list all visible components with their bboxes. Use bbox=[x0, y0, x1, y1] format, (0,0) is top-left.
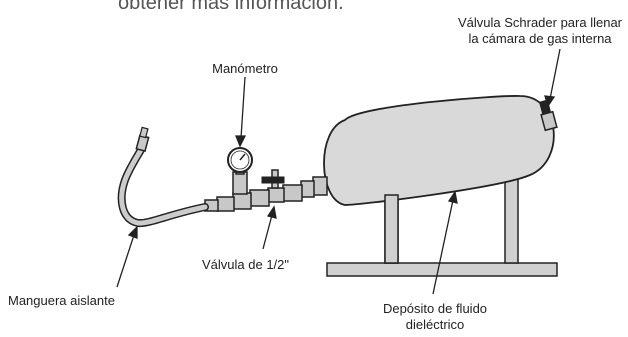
label-schrader-valve-line2: la cámara de gas interna bbox=[468, 31, 612, 46]
label-schrader-valve: Válvula Schrader para llenar la cámara d… bbox=[452, 15, 628, 47]
pipe-fittings bbox=[204, 184, 303, 212]
label-fluid-tank-line2: dieléctrico bbox=[405, 317, 465, 332]
label-fluid-tank: Depósito de fluido dieléctrico bbox=[380, 301, 490, 333]
label-fluid-tank-line1: Depósito de fluido bbox=[382, 301, 488, 316]
label-pressure-gauge: Manómetro bbox=[212, 61, 278, 76]
dielectric-fluid-tank bbox=[323, 95, 555, 206]
schrader-valve bbox=[538, 99, 558, 132]
tank-outlet-fitting bbox=[300, 176, 328, 198]
label-schrader-valve-line1: Válvula Schrader para llenar bbox=[457, 15, 623, 30]
intro-text: obtener más información. bbox=[118, 0, 344, 14]
insulated-hose bbox=[117, 126, 209, 228]
label-insulated-hose: Manguera aislante bbox=[8, 293, 115, 308]
stand-base bbox=[326, 262, 558, 277]
leader-lines bbox=[116, 48, 561, 295]
label-half-inch-valve: Válvula de 1/2" bbox=[202, 257, 290, 272]
half-inch-valve bbox=[261, 169, 285, 189]
pressure-gauge bbox=[227, 147, 253, 195]
